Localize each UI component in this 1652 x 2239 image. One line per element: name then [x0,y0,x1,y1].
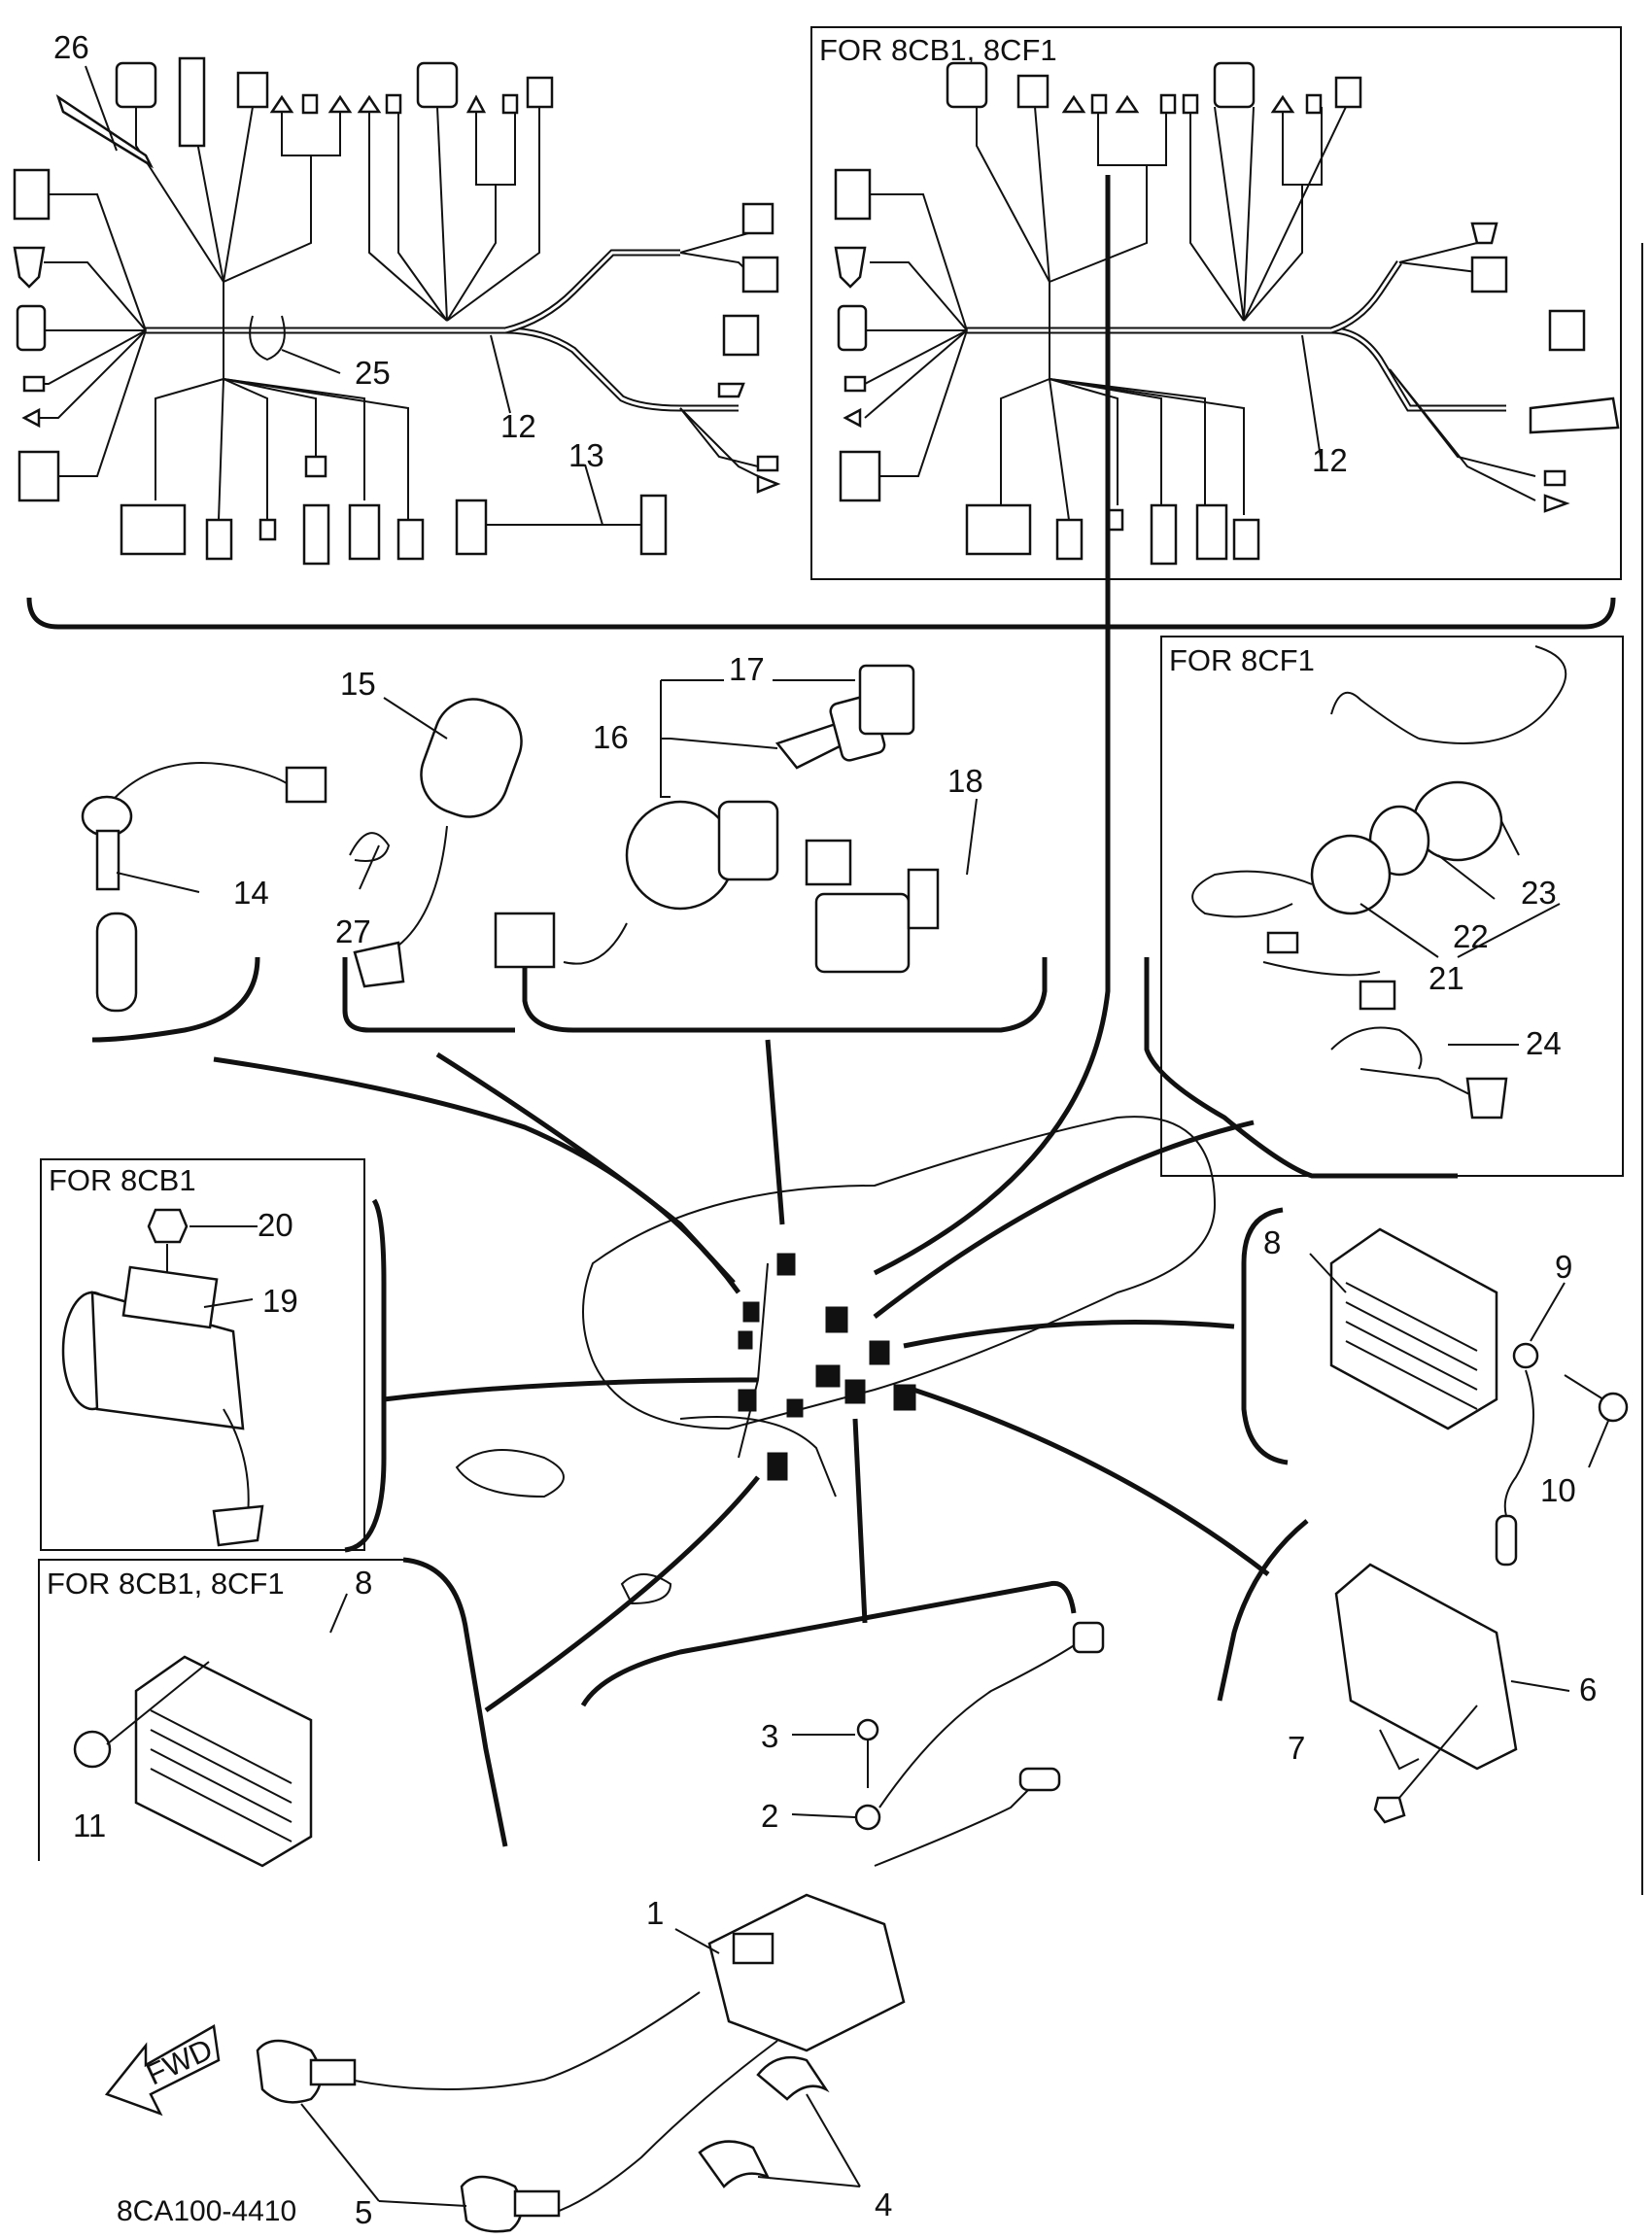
callout-24: 24 [1526,1025,1562,1061]
part-10-bolt [1564,1374,1629,1423]
callout-12-left: 12 [500,408,536,444]
part-7-screw [1373,1705,1478,1824]
part-14-sensor [81,762,327,1013]
part-19-relay [61,1265,264,1547]
center-connectors [738,1253,916,1481]
callout-7: 7 [1288,1730,1305,1766]
callout-4: 4 [875,2187,892,2222]
part-8-rectifier-left [134,1655,313,1868]
label-harness-variant: FOR 8CB1, 8CF1 [819,33,1057,67]
callout-12-right: 12 [1312,442,1348,478]
callout-26: 26 [53,29,89,65]
harness-b-connectors [834,61,1620,566]
callout-19: 19 [262,1283,298,1319]
part-8-rectifier-right [1329,1227,1498,1430]
label-switch-variant: FOR 8CF1 [1169,643,1315,677]
callout-25: 25 [355,355,391,391]
callout-16: 16 [593,719,629,755]
part-11-nut [73,1661,210,1769]
callout-22: 22 [1453,918,1489,954]
callout-18: 18 [947,763,983,799]
leader-lines [85,65,1609,2207]
variant-labels: FOR 8CB1, 8CF1 FOR 8CF1 FOR 8CB1 FOR 8CB… [47,33,1315,2227]
label-rectifier-variant: FOR 8CB1, 8CF1 [47,1567,285,1601]
switch-box-parts [1191,645,1567,1120]
callout-27: 27 [335,913,371,949]
callout-21: 21 [1428,960,1464,996]
label-relay-variant: FOR 8CB1 [49,1163,196,1197]
forward-arrow [104,2024,221,2117]
callout-23: 23 [1521,875,1557,911]
wire-harness-variant [864,92,1536,521]
callout-15: 15 [340,666,376,702]
callout-10: 10 [1540,1472,1576,1508]
part-1-ignition-coil [310,1893,906,2217]
callout-13: 13 [568,437,604,473]
callout-2: 2 [761,1798,778,1834]
sub-lead-13 [455,494,668,556]
part-18-stop-switch [805,839,940,974]
snowmobile-body [455,1116,1217,1605]
part-20-nut [147,1208,189,1273]
callout-14: 14 [233,875,269,911]
label-fwd: FWD [141,2032,218,2092]
relay-variant-box [40,1158,365,1551]
callout-6: 6 [1579,1671,1597,1707]
part-3-screw [856,1718,879,1788]
callout-9: 9 [1555,1249,1572,1285]
callout-17: 17 [729,651,765,687]
callout-1: 1 [646,1895,664,1931]
part-15-capacitor [353,698,523,988]
callout-11: 11 [73,1808,106,1843]
callout-8-right: 8 [1263,1224,1281,1260]
part-5-plug-caps [256,2039,561,2233]
part-9-lead [1495,1342,1539,1567]
harness-a-connectors [13,56,781,566]
part-17-key-tag [858,664,915,736]
part-6-cdi-unit [1334,1563,1518,1771]
section-frames [26,26,1643,1895]
pointer-lines [213,175,1270,1713]
wire-harness-main [34,78,759,521]
callout-20: 20 [258,1207,293,1243]
callout-8-left: 8 [355,1565,372,1601]
callout-3: 3 [761,1718,778,1754]
harness-variant-box [810,26,1622,580]
part-4-clamps [698,2055,830,2188]
callout-numbers: 1 2 3 4 5 6 7 8 8 9 10 11 12 12 13 14 15… [53,29,1597,2230]
part-2-ground-lead [854,1621,1105,1867]
callout-5: 5 [355,2194,372,2230]
diagram-code: 8CA100-4410 [117,2195,296,2227]
part-27-clip [349,832,391,862]
